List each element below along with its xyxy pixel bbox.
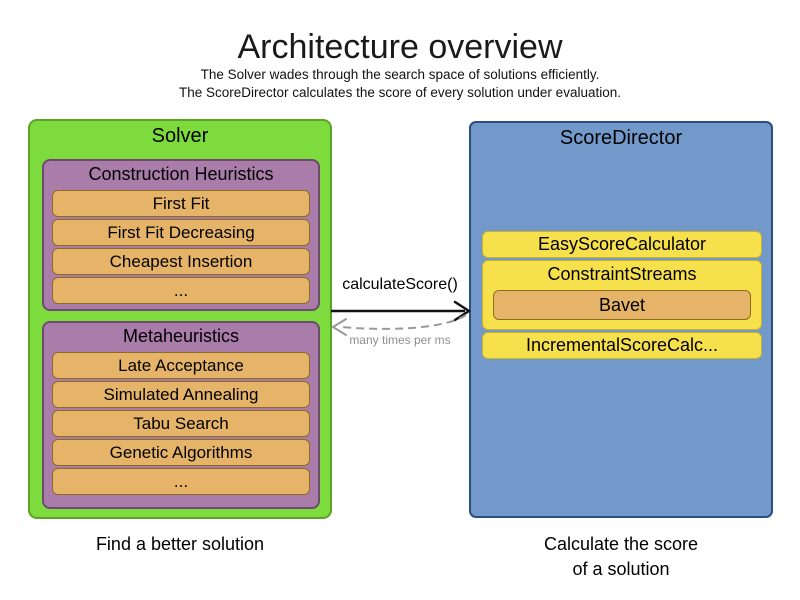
calculator-easy-score: EasyScoreCalculator (482, 231, 762, 258)
item-genetic-algorithms: Genetic Algorithms (52, 439, 310, 466)
calculator-constraint-streams: ConstraintStreams Bavet (482, 260, 762, 330)
calculate-score-label: calculateScore() (342, 276, 458, 293)
item-metaheuristics-ellipsis: ... (52, 468, 310, 495)
score-director-caption-line-2: of a solution (572, 559, 670, 579)
item-late-acceptance: Late Acceptance (52, 352, 310, 379)
item-cheapest-insertion: Cheapest Insertion (52, 248, 310, 275)
dashed-return-arrow (340, 314, 467, 330)
construction-heuristics-group: Construction Heuristics First Fit First … (42, 159, 320, 311)
score-director-caption-line-1: Calculate the score (543, 534, 699, 554)
solid-arrowhead-icon (453, 300, 471, 322)
solver-box: Solver Construction Heuristics First Fit… (28, 119, 332, 519)
solver-title: Solver (151, 125, 209, 147)
metaheuristics-header: Metaheuristics (122, 326, 240, 346)
page-title: Architecture overview (237, 28, 563, 66)
calculator-incremental-score: IncrementalScoreCalc... (482, 332, 762, 359)
subtitle-line-1: The Solver wades through the search spac… (200, 67, 600, 82)
score-director-title: ScoreDirector (559, 127, 683, 149)
solver-caption: Find a better solution (95, 534, 265, 554)
item-simulated-annealing: Simulated Annealing (52, 381, 310, 408)
constraint-streams-header: ConstraintStreams (547, 264, 697, 284)
score-director-caption: Calculate the score of a solution (469, 532, 773, 582)
metaheuristics-group: Metaheuristics Late Acceptance Simulated… (42, 321, 320, 509)
item-first-fit: First Fit (52, 190, 310, 217)
construction-heuristics-header: Construction Heuristics (88, 164, 274, 184)
item-construction-ellipsis: ... (52, 277, 310, 304)
many-times-label: many times per ms (349, 333, 451, 347)
bavet-item: Bavet (493, 290, 751, 320)
subtitle-line-2: The ScoreDirector calculates the score o… (179, 85, 621, 100)
item-tabu-search: Tabu Search (52, 410, 310, 437)
item-first-fit-decreasing: First Fit Decreasing (52, 219, 310, 246)
score-director-box: ScoreDirector EasyScoreCalculator Constr… (469, 121, 773, 518)
